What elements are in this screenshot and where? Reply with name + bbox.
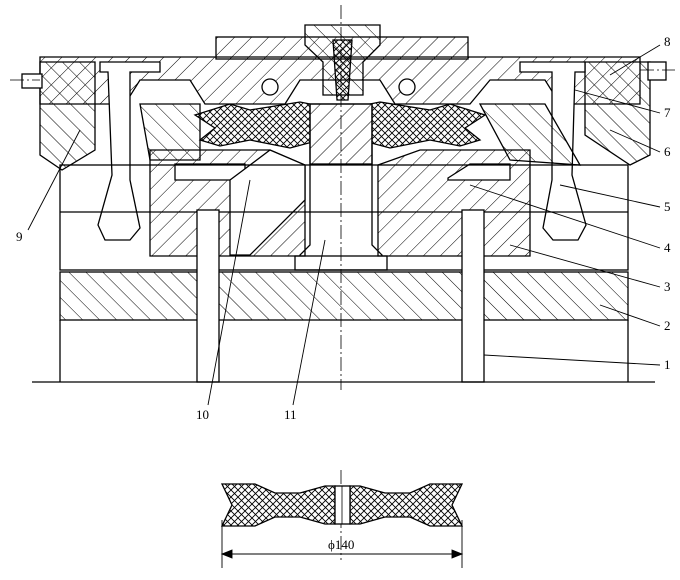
label-3: 3 — [664, 279, 671, 294]
label-10: 10 — [196, 407, 209, 422]
label-2: 2 — [664, 318, 671, 333]
upper-mold-assembly — [21, 24, 667, 241]
right-bolt — [647, 61, 667, 81]
lower-mold-assembly — [32, 103, 655, 383]
right-clamp-block — [584, 61, 651, 166]
detail-ring-right — [349, 483, 464, 527]
right-support-post — [461, 209, 485, 383]
label-1: 1 — [664, 357, 671, 372]
molded-part-section — [193, 101, 487, 149]
label-5: 5 — [664, 199, 671, 214]
detail-ring-left — [220, 483, 336, 527]
angled-insert — [229, 149, 306, 256]
left-clamp-block — [39, 61, 96, 171]
label-11: 11 — [284, 407, 297, 422]
mold-body-frame — [59, 164, 629, 271]
sprue-channel — [332, 39, 353, 101]
cooling-channel-left — [261, 78, 279, 96]
leader-lines — [27, 44, 661, 406]
cooling-channel-right — [398, 78, 416, 96]
part-number-labels: 1 2 3 4 5 6 7 8 9 10 11 — [16, 34, 671, 422]
diameter-dimension — [220, 520, 464, 568]
detail-center-bore — [334, 485, 351, 525]
molded-ring-right — [359, 101, 487, 149]
left-bolt — [21, 73, 43, 89]
diameter-label: ϕ140 — [328, 537, 354, 552]
label-7: 7 — [664, 105, 671, 120]
label-6: 6 — [664, 144, 671, 159]
left-pull-hook — [97, 61, 161, 241]
part-detail-view — [220, 483, 464, 527]
left-support-post — [196, 209, 220, 383]
label-4: 4 — [664, 240, 671, 255]
label-9: 9 — [16, 229, 23, 244]
right-slide-plate — [447, 163, 511, 181]
support-plate — [59, 271, 629, 321]
label-8: 8 — [664, 34, 671, 49]
molded-ring-left — [193, 101, 321, 149]
